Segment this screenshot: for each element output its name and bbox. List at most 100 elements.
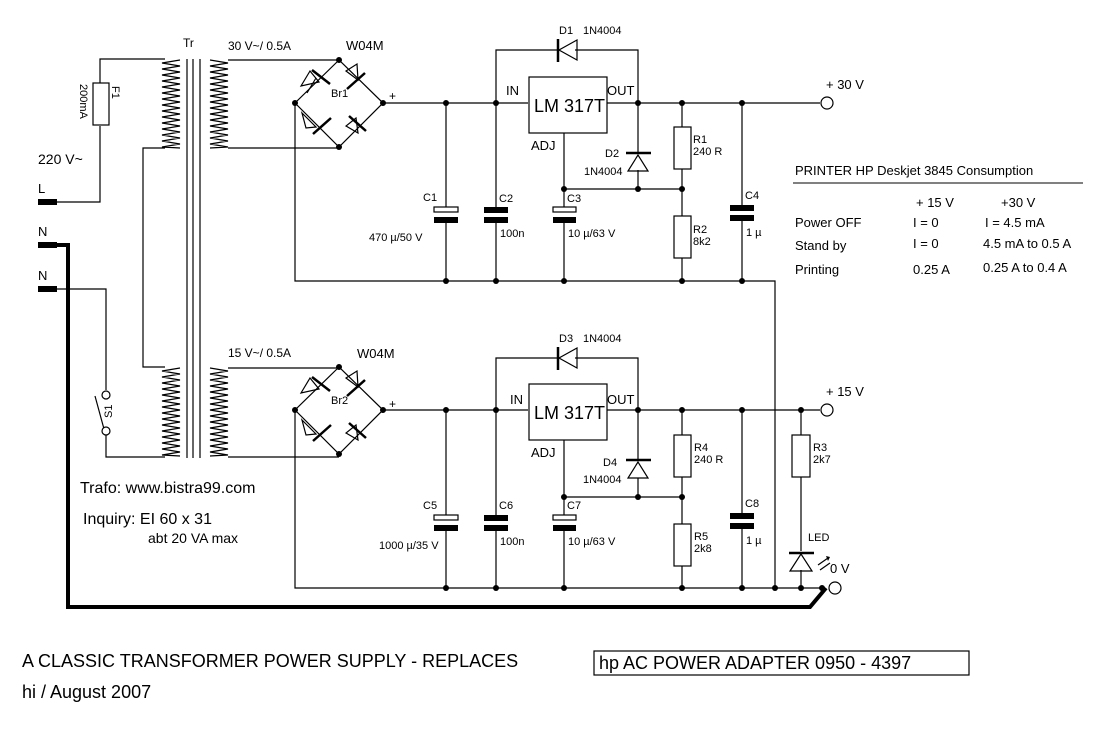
c1-ref: C1 (423, 192, 437, 204)
d1-type: 1N4004 (583, 25, 622, 37)
capacitor-C5-plate-neg (434, 525, 458, 531)
wire-d3-right (575, 357, 639, 410)
plus-sign: + (389, 397, 396, 411)
led-indicator (788, 551, 831, 572)
c7-value: 10 µ/63 V (568, 536, 616, 548)
c7-ref: C7 (567, 500, 581, 512)
r2-value: 8k2 (693, 236, 711, 248)
wire-adj-15 (563, 440, 682, 498)
c6-ref: C6 (499, 500, 513, 512)
d4-type: 1N4004 (583, 474, 622, 486)
table-col-30v: +30 V (1001, 195, 1036, 210)
led-label: LED (808, 532, 829, 544)
c8-ref: C8 (745, 498, 759, 510)
capacitor-C2-plate1 (484, 207, 508, 213)
bridge-type: W04M (346, 38, 384, 53)
r5-value: 2k8 (694, 543, 712, 555)
wire-d1-left (495, 49, 558, 103)
r1-value: 240 R (693, 146, 722, 158)
switch-S1-lever[interactable] (94, 395, 105, 430)
capacitor-C8-plate1 (730, 513, 754, 519)
c2-value: 100n (500, 228, 524, 240)
resistor-R3 (791, 434, 811, 478)
output-30v-label: + 30 V (826, 77, 864, 92)
output-0v-label: 0 V (830, 561, 850, 576)
output-terminal-0v[interactable] (828, 581, 842, 595)
primary-coil-1 (161, 59, 181, 149)
bridge-ref: Br1 (331, 88, 348, 100)
transformer-ref: Tr (183, 36, 194, 50)
fuse-F1[interactable] (92, 82, 110, 126)
pin-out: OUT (607, 392, 635, 407)
label-L: L (38, 181, 45, 196)
inquiry-note: Inquiry: EI 60 x 31 (83, 511, 212, 528)
secondary-coil-30v (209, 59, 229, 149)
c2-ref: C2 (499, 193, 513, 205)
wire-switch-bottom (105, 435, 165, 458)
r2-ref: R2 (693, 224, 707, 236)
c8-value: 1 µ (746, 535, 762, 547)
regulator-label: LM 317T (534, 96, 605, 116)
regulator-LM317-1 (528, 76, 608, 134)
d1-ref: D1 (559, 25, 573, 37)
fuse-ref: F1 (109, 86, 121, 99)
wire-d1-right (575, 49, 639, 103)
mains-voltage-label: 220 V~ (38, 151, 83, 167)
r3-value: 2k7 (813, 454, 831, 466)
capacitor-C5-plate-pos (433, 514, 459, 521)
capacitor-C4-plate1 (730, 205, 754, 211)
terminal-N1 (38, 242, 57, 248)
title-block: A CLASSIC TRANSFORMER POWER SUPPLY - REP… (22, 650, 970, 702)
wire-fuse-top (99, 58, 165, 83)
capacitor-C6-plate2 (484, 525, 508, 531)
table-title: PRINTER HP Deskjet 3845 Consumption (795, 163, 1033, 178)
table-cell: 4.5 mA to 0.5 A (983, 236, 1071, 251)
c5-ref: C5 (423, 500, 437, 512)
c4-ref: C4 (745, 190, 759, 202)
table-row-label: Stand by (795, 238, 847, 253)
secondary-30v-label: 30 V~/ 0.5A (228, 39, 291, 53)
pin-in: IN (510, 392, 523, 407)
capacitor-C2-plate2 (484, 217, 508, 223)
d4-ref: D4 (603, 457, 617, 469)
title-box (593, 650, 970, 676)
resistor-R4 (673, 434, 692, 478)
output-terminal-30v[interactable] (820, 96, 834, 110)
d2-ref: D2 (605, 148, 619, 160)
label-N1: N (38, 224, 47, 239)
pin-adj: ADJ (531, 138, 556, 153)
c6-value: 100n (500, 536, 524, 548)
resistor-R2 (673, 215, 692, 259)
junctions-upper (443, 100, 745, 284)
wire-primary-link (142, 147, 165, 368)
terminal-N2 (38, 286, 57, 292)
plus-sign: + (389, 89, 396, 103)
wire-N1-bus (57, 243, 828, 609)
c3-ref: C3 (567, 193, 581, 205)
d3-ref: D3 (559, 333, 573, 345)
c3-value: 10 µ/63 V (568, 228, 616, 240)
capacitor-C1-plate-neg (434, 217, 458, 223)
fuse-value: 200mA (77, 84, 89, 120)
table-row-label: Power OFF (795, 215, 862, 230)
c1-value: 470 µ/50 V (369, 232, 423, 244)
diode-D4 (626, 458, 651, 479)
capacitor-C1-plate-pos (433, 206, 459, 213)
output-terminal-15v[interactable] (820, 403, 834, 417)
resistor-R1 (673, 126, 692, 170)
pin-adj: ADJ (531, 445, 556, 460)
wire-adj-30 (563, 133, 682, 190)
title-main: A CLASSIC TRANSFORMER POWER SUPPLY - REP… (22, 651, 518, 671)
regulator-LM317-2 (528, 383, 608, 441)
power-note: abt 20 VA max (148, 530, 238, 546)
regulator-label: LM 317T (534, 403, 605, 423)
table-cell: 0.25 A to 0.4 A (983, 260, 1067, 275)
r4-ref: R4 (694, 442, 708, 454)
resistor-R5 (673, 523, 692, 567)
switch-contact-top (101, 390, 111, 400)
pin-out: OUT (607, 83, 635, 98)
output-15v-label: + 15 V (826, 384, 864, 399)
label-N2: N (38, 268, 47, 283)
bridge-Br1 (292, 57, 386, 150)
